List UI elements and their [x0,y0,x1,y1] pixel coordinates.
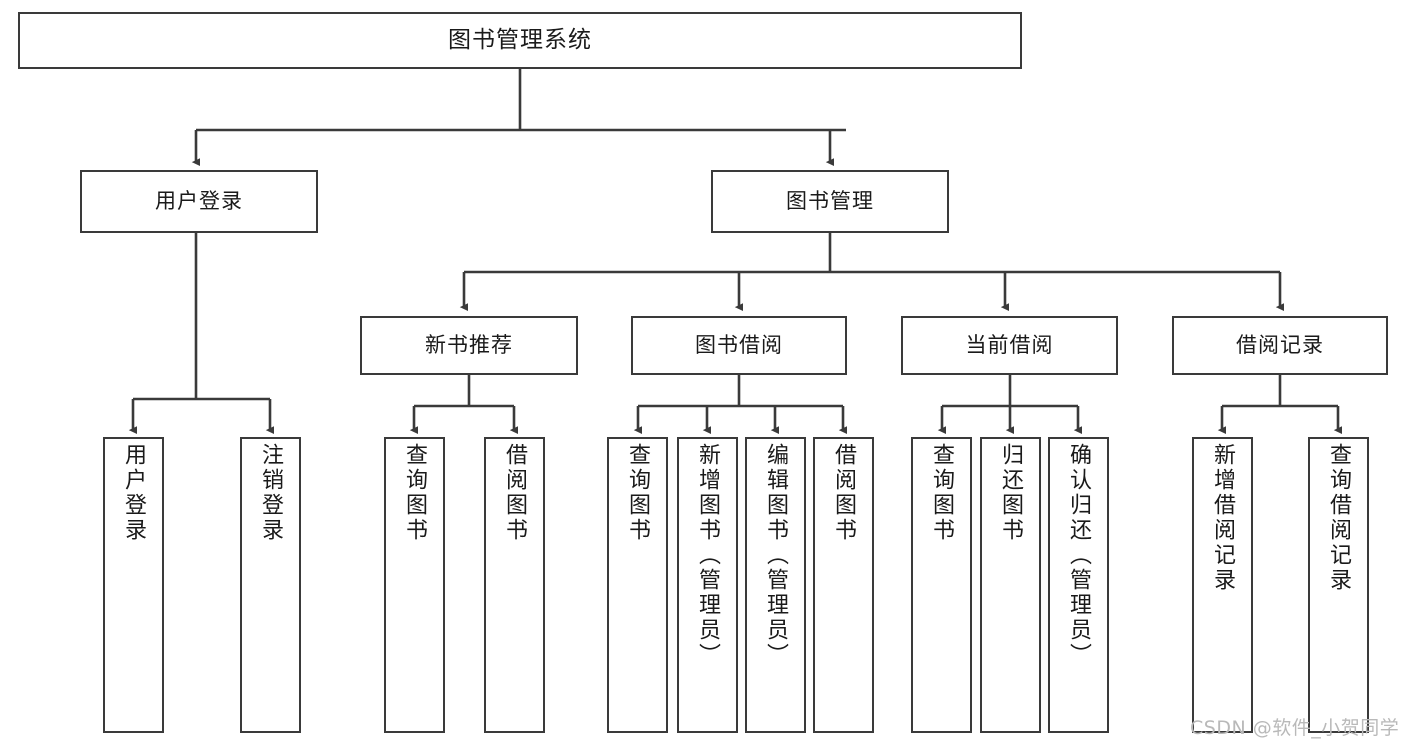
node-label: 借阅图书 [502,443,528,543]
node-label: 借阅记录 [1236,333,1324,358]
node-label: 用户登录 [121,443,147,543]
node-label: 查询图书 [929,443,955,543]
leaf-add-borrow-record[interactable]: 新增借阅记录 [1192,437,1253,733]
leaf-confirm-return-admin[interactable]: 确认归还（管理员） [1048,437,1109,733]
node-new-book-recommend[interactable]: 新书推荐 [360,316,578,375]
leaf-query-book-borrow[interactable]: 查询图书 [607,437,668,733]
leaf-user-login[interactable]: 用户登录 [103,437,164,733]
node-label: 编辑图书（管理员） [763,443,789,668]
node-label: 归还图书 [998,443,1024,543]
leaf-query-book-current[interactable]: 查询图书 [911,437,972,733]
leaf-query-borrow-record[interactable]: 查询借阅记录 [1308,437,1369,733]
node-root-book-management-system[interactable]: 图书管理系统 [18,12,1022,69]
node-label: 新增借阅记录 [1210,443,1236,593]
node-label: 借阅图书 [831,443,857,543]
node-label: 查询图书 [402,443,428,543]
leaf-add-book-admin[interactable]: 新增图书（管理员） [677,437,738,733]
node-label: 图书借阅 [695,333,783,358]
leaf-borrow-book-new-recommend[interactable]: 借阅图书 [484,437,545,733]
node-label: 查询图书 [625,443,651,543]
leaf-user-logout[interactable]: 注销登录 [240,437,301,733]
leaf-return-book[interactable]: 归还图书 [980,437,1041,733]
node-label: 确认归还（管理员） [1066,443,1092,668]
node-label: 新书推荐 [425,333,513,358]
leaf-borrow-book-borrow[interactable]: 借阅图书 [813,437,874,733]
node-book-manage[interactable]: 图书管理 [711,170,949,233]
node-user-login[interactable]: 用户登录 [80,170,318,233]
leaf-edit-book-admin[interactable]: 编辑图书（管理员） [745,437,806,733]
node-label: 用户登录 [155,189,243,214]
node-label: 当前借阅 [965,333,1054,358]
node-label: 新增图书（管理员） [695,443,721,668]
node-borrow-record[interactable]: 借阅记录 [1172,316,1388,375]
node-book-borrow[interactable]: 图书借阅 [631,316,847,375]
node-label: 注销登录 [258,443,284,543]
node-label: 查询借阅记录 [1326,443,1352,593]
leaf-query-book-new-recommend[interactable]: 查询图书 [384,437,445,733]
node-label: 图书管理 [786,189,874,214]
node-label: 图书管理系统 [448,26,592,53]
node-current-borrow[interactable]: 当前借阅 [901,316,1118,375]
